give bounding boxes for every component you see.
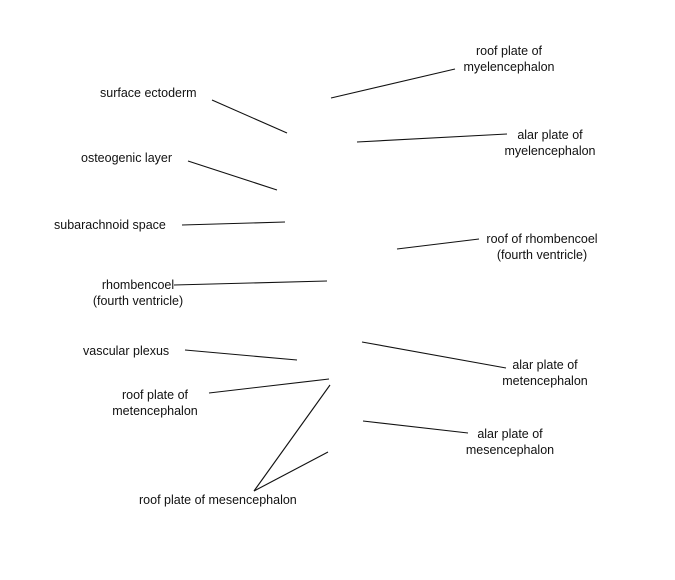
label-roof-plate-metencephalon: roof plate of metencephalon [112, 388, 198, 418]
label-roof-plate-mesencephalon: roof plate of mesencephalon [139, 493, 297, 507]
leader-subarachnoid-space [181, 221, 286, 226]
leader-osteogenic-layer [187, 160, 278, 191]
leader-surface-ectoderm [211, 99, 288, 134]
leader-roof-plate-myelencephalon [330, 68, 456, 99]
label-alar-plate-myelencephalon: alar plate of myelencephalon [504, 128, 596, 158]
label-rhombencoel: rhombencoel (fourth ventricle) [92, 278, 184, 308]
leader-roof-plate-mesencephalon-b [253, 451, 329, 492]
label-roof-plate-myelencephalon: roof plate of myelencephalon [463, 44, 555, 74]
leader-vascular-plexus [184, 349, 298, 361]
leader-alar-plate-metencephalon [361, 341, 507, 369]
label-roof-rhombencoel: roof of rhombencoel (fourth ventricle) [486, 232, 598, 262]
leader-alar-plate-myelencephalon [356, 133, 508, 143]
label-vascular-plexus: vascular plexus [83, 344, 170, 358]
leader-roof-rhombencoel [396, 238, 480, 250]
leader-roof-plate-metencephalon [208, 378, 330, 394]
label-subarachnoid-space: subarachnoid space [54, 218, 166, 232]
label-osteogenic-layer: osteogenic layer [81, 151, 173, 165]
label-alar-plate-mesencephalon: alar plate of mesencephalon [465, 427, 555, 457]
leader-alar-plate-mesencephalon [362, 420, 469, 434]
leader-roof-plate-mesencephalon-a [253, 384, 331, 492]
label-surface-ectoderm: surface ectoderm [100, 86, 197, 100]
leader-rhombencoel [173, 280, 328, 286]
label-alar-plate-metencephalon: alar plate of metencephalon [502, 358, 588, 388]
